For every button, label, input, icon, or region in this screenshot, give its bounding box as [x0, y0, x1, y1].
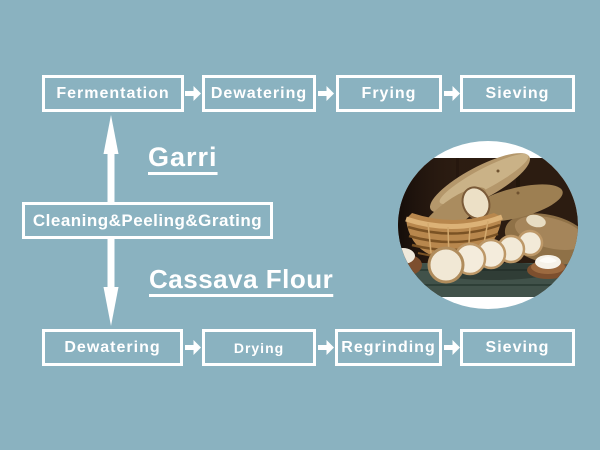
cassava-flour-title: Cassava Flour: [149, 264, 334, 294]
garri-step-1-label: Fermentation: [56, 84, 170, 102]
up-arrow-icon: [103, 115, 119, 202]
flow-arrow-icon: [318, 86, 334, 101]
flour-step-1-label: Dewatering: [64, 338, 161, 356]
garri-title: Garri: [148, 142, 218, 172]
flour-step-2-label: Drying: [233, 339, 285, 356]
flow-arrow-icon: [444, 340, 460, 355]
garri-step-1: Fermentation: [42, 75, 184, 112]
garri-step-3-label: Frying: [361, 84, 417, 102]
process-source-label: Cleaning&Peeling&Grating: [32, 210, 263, 230]
garri-step-4-label: Sieving: [485, 84, 550, 102]
flour-step-4-label: Sieving: [485, 338, 550, 356]
process-source-box: Cleaning&Peeling&Grating: [22, 202, 273, 239]
flour-step-4: Sieving: [460, 329, 575, 366]
flow-arrow-icon: [318, 340, 334, 355]
garri-step-2: Dewatering: [202, 75, 316, 112]
flow-arrow-icon: [185, 86, 201, 101]
flour-step-1: Dewatering: [42, 329, 183, 366]
flow-arrow-icon: [185, 340, 201, 355]
garri-step-3: Frying: [336, 75, 442, 112]
garri-step-4: Sieving: [460, 75, 575, 112]
flour-step-2: Drying: [202, 329, 316, 366]
down-arrow-icon: [103, 239, 119, 326]
cassava-photo: [398, 141, 578, 309]
garri-step-2-label: Dewatering: [210, 84, 308, 102]
flow-arrow-icon: [444, 86, 460, 101]
flour-step-3: Regrinding: [335, 329, 442, 366]
flour-step-3-label: Regrinding: [341, 338, 436, 356]
